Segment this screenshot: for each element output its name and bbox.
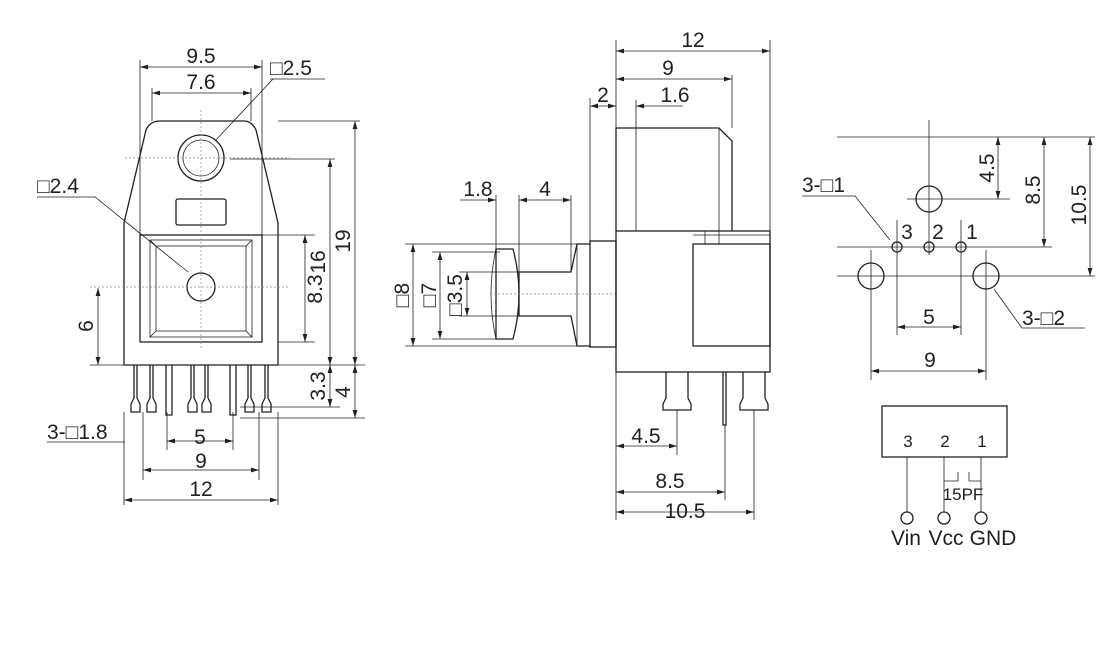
dim-small-holes: 3-□1 (802, 174, 845, 197)
knob (495, 248, 520, 340)
pin-1-label: 1 (966, 221, 978, 244)
schem-pin-1: 1 (977, 432, 986, 451)
schem-pin-3: 3 (903, 432, 912, 451)
dim-10-5: 10.5 (665, 500, 706, 523)
dim-8: □8 (391, 283, 414, 307)
capacitor-label: 15PF (943, 485, 984, 504)
vin-label: Vin (891, 527, 921, 550)
dim-3-3: 3.3 (307, 371, 330, 400)
dim-8-5: 8.5 (655, 470, 684, 493)
dim-1-6: 1.6 (660, 84, 689, 107)
vcc-label: Vcc (928, 527, 963, 550)
upper-block (615, 127, 733, 231)
gnd-terminal (974, 511, 988, 525)
pin-3-label: 3 (901, 221, 913, 244)
pin-layout-view: 3 2 1 3-□1 3-□2 4.5 8.5 10.5 5 9 (802, 120, 1095, 380)
dim-8-3: 8.3 (304, 274, 327, 303)
dim-1-8: 1.8 (463, 178, 492, 201)
body-outline (123, 120, 279, 366)
dim-large-holes: 3-□2 (1022, 307, 1065, 330)
front-view: 9.5 7.6 □2.5 □2.4 8.3 16 19 6 3.3 4 3-□1… (37, 45, 365, 505)
dim-hole-center: □2.4 (37, 175, 79, 198)
dim-10-5: 10.5 (1068, 185, 1091, 226)
dim-9-5: 9.5 (186, 45, 215, 68)
side-view: 12 9 2 1.6 1.8 4 □8 □7 □3.5 4.5 8.5 10.5 (391, 29, 771, 523)
dim-8-5: 8.5 (1022, 175, 1045, 204)
gnd-label: GND (970, 527, 1017, 550)
vin-terminal (900, 511, 914, 525)
dim-hole-top: □2.5 (270, 57, 312, 80)
pin-2-label: 2 (932, 221, 944, 244)
pins (130, 365, 272, 416)
dim-4-5: 4.5 (976, 153, 999, 182)
component-box (881, 405, 1008, 458)
dim-4: 4 (539, 178, 551, 201)
dim-4-5: 4.5 (631, 425, 660, 448)
dim-6: 6 (75, 320, 98, 332)
schem-pin-2: 2 (940, 432, 949, 451)
dim-9: 9 (662, 57, 674, 80)
dim-7: □7 (418, 283, 441, 307)
dim-12: 12 (681, 29, 704, 52)
vcc-terminal (937, 511, 951, 525)
dim-12: 12 (189, 478, 212, 501)
dim-2: 2 (597, 84, 609, 107)
dim-16: 16 (307, 250, 330, 273)
dim-5: 5 (194, 426, 206, 449)
dim-19: 19 (332, 229, 355, 252)
side-pins (662, 372, 769, 426)
dim-pins: 3-□1.8 (47, 421, 108, 444)
dim-7-6: 7.6 (186, 71, 215, 94)
schematic: 3 2 1 15PF Vin Vcc GND (881, 405, 1017, 550)
dim-9: 9 (195, 450, 207, 473)
dim-4: 4 (332, 386, 355, 398)
shaft (518, 243, 590, 347)
dim-9: 9 (924, 349, 936, 372)
dim-5: 5 (923, 306, 935, 329)
dim-3-5: □3.5 (444, 274, 467, 316)
